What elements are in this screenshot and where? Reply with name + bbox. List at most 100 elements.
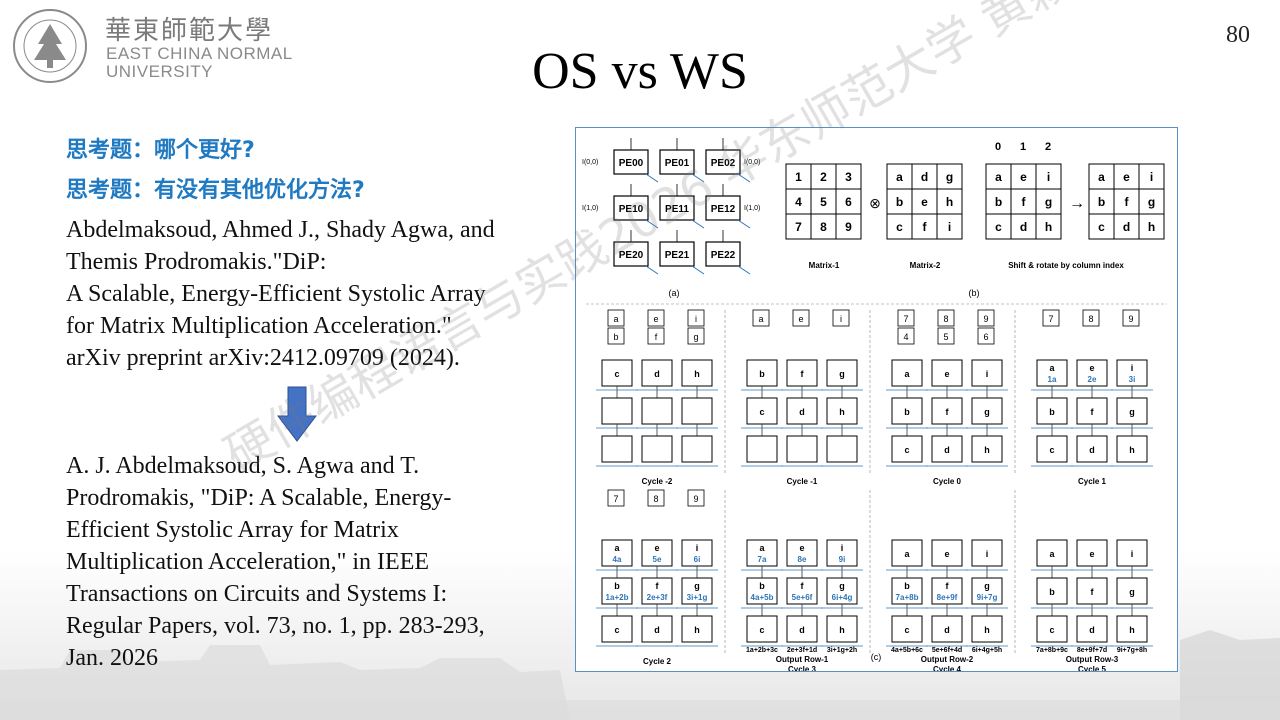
matrix1-cell — [785, 188, 812, 215]
matrix2-value: c — [896, 220, 903, 234]
input-cell — [1042, 309, 1060, 327]
output-value: 4a+5b+6c — [891, 647, 923, 654]
pe-partial-sum: 1a+2b — [606, 593, 629, 602]
pe-partial-sum: 3i — [1129, 375, 1136, 384]
pe-weight: b — [904, 581, 910, 591]
shifted-matrix-cell — [1035, 163, 1062, 190]
cycle-label: Cycle -1 — [787, 477, 818, 486]
matrix1-value: 9 — [845, 220, 852, 234]
input-value: e — [798, 314, 803, 324]
pe-partial-sum: 2e — [1088, 375, 1097, 384]
matrix1-value: 5 — [820, 195, 827, 209]
pe-cell — [826, 539, 858, 567]
input-cell — [937, 327, 955, 345]
output-value: 8e+9f+7d — [1077, 647, 1107, 654]
output-value: 3i+1g+2h — [827, 647, 857, 654]
output-value: 2e+3f+1d — [787, 647, 817, 654]
university-logo: 華東師範大學 EAST CHINA NORMAL UNIVERSITY — [10, 6, 310, 86]
pe-cell — [681, 397, 713, 425]
input-value: i — [840, 314, 842, 324]
pe-weight: d — [1089, 445, 1095, 455]
pe-cell — [1116, 435, 1148, 463]
rotated-matrix-value: c — [1098, 220, 1105, 234]
column-index: 1 — [1020, 141, 1026, 153]
pe-cell — [891, 615, 923, 643]
pe-cell — [786, 539, 818, 567]
shifted-matrix-cell — [1035, 188, 1062, 215]
shift-rotate-label: Shift & rotate by column index — [1008, 261, 1124, 270]
reference-line: arXiv preprint arXiv:2412.09709 (2024). — [66, 345, 460, 371]
pe-weight: a — [759, 543, 765, 553]
pe-weight: i — [986, 549, 989, 559]
matrix2-value: f — [923, 220, 928, 234]
cycle-label: Cycle 4 — [933, 665, 962, 671]
pe-weight: a — [614, 543, 620, 553]
pe-label: PE20 — [619, 250, 644, 261]
matrix1-cell — [835, 213, 862, 240]
input-value: 6 — [983, 332, 988, 342]
reference-line: Jan. 2026 — [66, 645, 158, 671]
pe-weight: f — [1091, 587, 1095, 597]
pe-weight: c — [614, 369, 619, 379]
pe-weight: g — [1129, 587, 1135, 597]
io-label: I(1,0) — [582, 205, 598, 212]
matrix1-label: Matrix-1 — [809, 261, 840, 270]
shifted-matrix-value: h — [1045, 220, 1052, 234]
cycle-label: Cycle 2 — [643, 657, 672, 666]
io-label: I(0,0) — [582, 159, 598, 166]
pe-weight: a — [904, 549, 910, 559]
io-label: I(1,0) — [744, 205, 760, 212]
reference-line: Themis Prodromakis."DiP: — [66, 249, 327, 275]
pe-weight: h — [984, 625, 990, 635]
shifted-matrix-value: f — [1022, 195, 1027, 209]
down-arrow-icon — [277, 386, 317, 442]
rotated-matrix-cell — [1113, 213, 1140, 240]
reference-line: Transactions on Circuits and Systems I: — [66, 581, 448, 607]
pe-cell — [1036, 615, 1068, 643]
input-cell — [1082, 309, 1100, 327]
pe-cell — [601, 435, 633, 463]
input-cell — [687, 327, 705, 345]
slide-title: OS vs WS — [532, 43, 748, 100]
pe-weight: h — [839, 625, 845, 635]
input-value: 8 — [943, 314, 948, 324]
rotated-matrix-cell — [1113, 188, 1140, 215]
university-seal-icon — [13, 9, 87, 83]
pe-label: PE00 — [619, 158, 644, 169]
reference-line: Multiplication Acceleration," in IEEE — [66, 549, 430, 575]
pe-cell — [891, 359, 923, 387]
cycle-label: Cycle 3 — [788, 665, 817, 671]
pe-label: PE02 — [711, 158, 736, 169]
pe-cell — [641, 435, 673, 463]
pe-weight: d — [799, 625, 805, 635]
pe-partial-sum: 7a — [758, 555, 767, 564]
pe-weight: c — [614, 625, 619, 635]
pe-cell — [705, 195, 741, 221]
pe-cell — [746, 397, 778, 425]
pe-partial-sum: 4a+5b — [751, 593, 774, 602]
pe-cell — [659, 241, 695, 267]
shifted-matrix-value: b — [995, 195, 1002, 209]
pe-cell — [659, 195, 695, 221]
pe-weight: g — [1129, 407, 1135, 417]
input-value: a — [758, 314, 763, 324]
input-value: 5 — [943, 332, 948, 342]
pe-cell — [641, 397, 673, 425]
matrix2-value: b — [896, 195, 903, 209]
input-cell — [607, 489, 625, 507]
panel-c-caption: (c) — [871, 652, 882, 662]
rotated-matrix-value: f — [1125, 195, 1130, 209]
matrix1-value: 2 — [820, 170, 827, 184]
input-value: f — [655, 332, 658, 342]
pe-partial-sum: 1a — [1048, 375, 1057, 384]
output-value: 7a+8b+9c — [1036, 647, 1068, 654]
otimes-symbol: ⊗ — [869, 195, 881, 211]
input-cell — [792, 309, 810, 327]
question-1: 思考题：哪个更好? — [66, 138, 255, 163]
pe-diagonal-link — [645, 219, 659, 229]
pe-weight: c — [904, 445, 909, 455]
io-label: I(0,0) — [744, 159, 760, 166]
pe-cell — [786, 359, 818, 387]
